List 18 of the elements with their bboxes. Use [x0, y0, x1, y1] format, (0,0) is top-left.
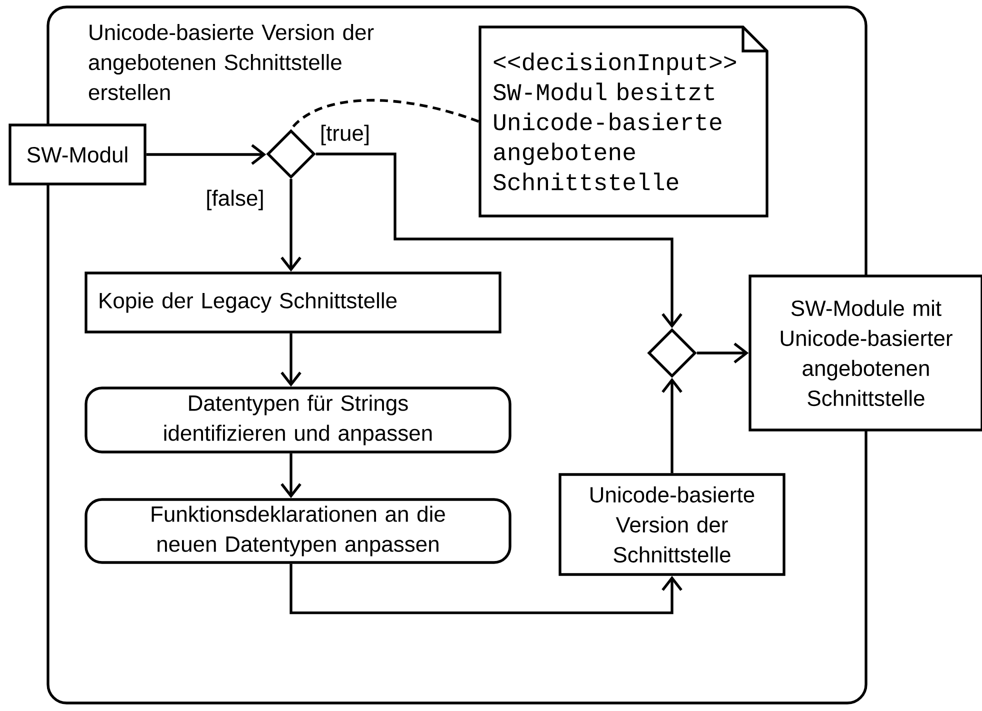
object-box: SW-Modul	[8, 124, 146, 186]
leader-line	[290, 99, 480, 130]
object-box: SW-Module mit Unicode-basierter angebotenen Schnittstelle	[748, 274, 982, 432]
arrow	[280, 453, 302, 498]
object-box: Unicode-basierte Version der Schnittstelle	[558, 473, 786, 576]
action-box: Datentypen für Strings identifizieren und anpassen	[84, 386, 512, 454]
arrow	[280, 178, 302, 272]
arrow	[280, 333, 302, 387]
note: <<decisionInput>> SW-Modul besitzt Unicode-basierte angebotene Schnittstelle	[478, 26, 768, 218]
arrow	[316, 152, 682, 328]
arrow	[290, 564, 682, 614]
arrow	[662, 378, 682, 474]
arrow	[146, 144, 266, 165]
edge-label: [false]	[204, 188, 266, 212]
action-box: Kopie der Legacy Schnittstelle	[84, 272, 502, 334]
edge-label: [true]	[318, 123, 372, 147]
arrow	[696, 342, 749, 364]
action-box: Funktionsdeklarationen an die neuen Datentypen anpassen	[84, 498, 512, 564]
